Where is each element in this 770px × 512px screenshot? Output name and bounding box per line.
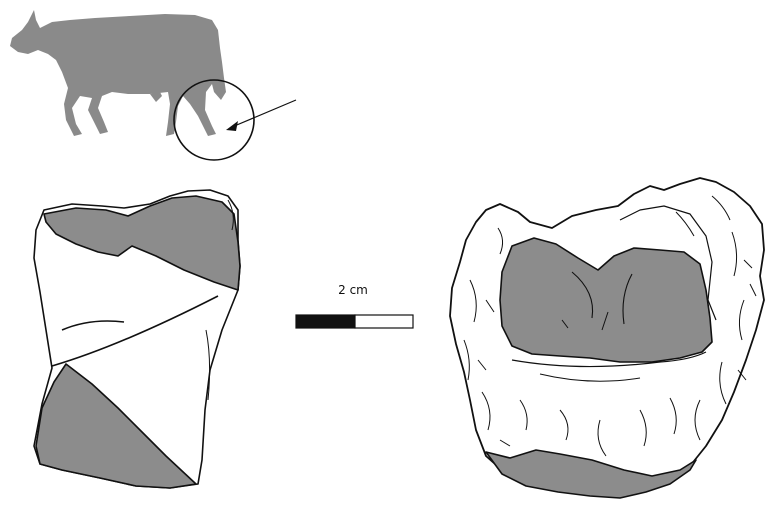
- cow-silhouette-icon: [10, 10, 226, 136]
- scale-bar-segment-white: [355, 315, 413, 328]
- scale-bar-segment-black: [296, 315, 355, 328]
- arrow-icon: [226, 100, 296, 131]
- left-specimen: [34, 190, 240, 488]
- scale-bar: 2 cm: [296, 283, 413, 328]
- scale-bar-label: 2 cm: [338, 283, 368, 297]
- right-specimen: [450, 178, 764, 498]
